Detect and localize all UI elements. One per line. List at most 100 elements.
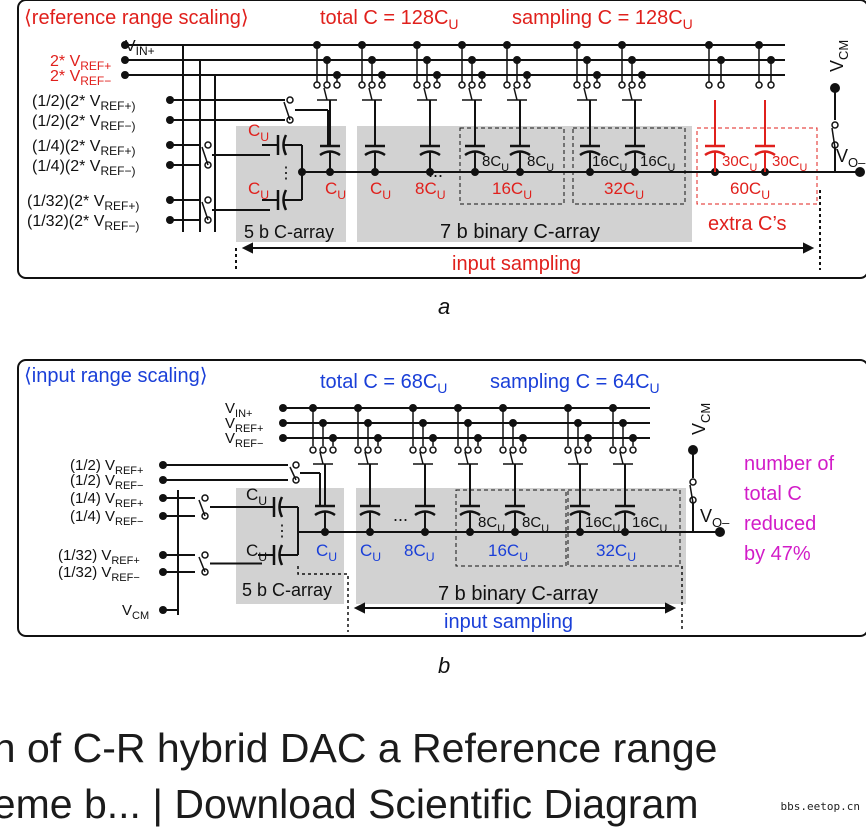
switch-contact [609,446,617,454]
switch-contact [499,446,507,454]
switch-contact [519,446,527,454]
pair-cap-label: 30CU [722,153,757,174]
pair-cap-label: 16CU [632,514,667,535]
switch-blade [283,101,291,121]
node-dot [629,434,637,442]
cap-plate-curved [464,150,486,157]
switch-contact [583,81,591,89]
node-dot [584,434,592,442]
panel-b-7b-label: 7 b binary C-array [438,583,598,605]
cap-plate-curved [569,510,591,517]
switch-blade [619,451,624,465]
vo-terminal [855,167,865,177]
switch-blade [464,451,469,465]
input-terminal [159,461,167,469]
cap-label: 32CU [596,541,636,564]
cap-plate-curved [624,150,646,157]
switch-contact [478,81,486,89]
ellipsis-vertical: ⋮ [278,165,294,182]
switch-contact [584,446,592,454]
input-label: (1/32) VREF− [58,564,140,584]
switch-contact [564,446,572,454]
node-dot [433,71,441,79]
input-terminal [279,419,287,427]
cap-plate-curved [504,510,526,517]
pair-cap-label: 16CU [585,514,620,535]
switch-blade [628,87,633,101]
input-label: (1/2)(2* VREF+) [32,93,135,113]
switch-contact [286,96,294,104]
switch-blade [513,87,518,101]
node-dot [313,41,321,49]
cap-plate-curved [579,150,601,157]
input-terminal [166,161,174,169]
switch-contact [619,446,627,454]
switch-blade [201,146,209,166]
panel-a-ellipsis: ... [428,161,443,181]
switch-contact [323,81,331,89]
switch-contact [629,446,637,454]
node-dot [705,41,713,49]
node-dot [638,71,646,79]
pair-cap-label: 8CU [482,153,509,174]
switch-blade [583,87,588,101]
cap-5b-top [262,134,302,156]
array-capacitor [314,488,336,532]
panel-a-5b-label: 5 b C-array [244,222,334,242]
node-dot [513,56,521,64]
node-dot [298,168,306,176]
cap-plate-curved [282,134,288,156]
node-dot [574,419,582,427]
input-terminal [121,71,129,79]
cap-label: 8CU [415,179,446,202]
switch-contact [509,446,517,454]
switch-contact [523,81,531,89]
switch-contact [374,446,382,454]
input-label: (1/4) VREF+ [70,490,143,510]
node-dot [564,404,572,412]
arrow-head [665,602,677,614]
panel-b-16c-box [455,489,567,567]
cap-plate-curved [704,150,726,157]
switch-blade [419,451,424,465]
cap-plate-curved [754,150,776,157]
panel-a-32c-box [572,127,686,205]
array-capacitor [359,488,381,532]
switch-contact [689,478,697,486]
panel-b-vo: VO– [700,506,730,530]
panel-b-7b-shade [356,488,686,604]
input-terminal [166,116,174,124]
node-dot [358,41,366,49]
panel-b-vcm: VCM [689,403,713,435]
cap-plate-curved [364,150,386,157]
node-dot [717,56,725,64]
switch-contact [474,446,482,454]
switch-blade [201,201,209,221]
node-dot [374,434,382,442]
input-label: VIN+ [225,400,252,420]
arrow-head [803,242,815,254]
cap-plate-curved [459,510,481,517]
input-label: (1/32)(2* VREF−) [27,213,139,233]
cap-plate-curved [614,510,636,517]
cap-label: CU [246,485,267,508]
panel-a: ⟨reference range scaling⟩ total C = 128C… [17,0,866,319]
cap-label: CU [248,179,269,202]
node-dot [413,41,421,49]
switch-contact [429,446,437,454]
panel-a-extra-label: extra C’s [708,213,787,235]
switch-contact [831,121,839,129]
panel-a-vo: VO– [836,146,866,170]
node-dot [767,56,775,64]
input-label: VREF+ [225,415,263,435]
cap-plate-curved [359,510,381,517]
node-dot [468,56,476,64]
switch-contact [313,81,321,89]
node-dot [364,419,372,427]
switch-contact [513,81,521,89]
node-dot [509,419,517,427]
switch-contact [638,81,646,89]
cap-5b-top [258,496,298,518]
